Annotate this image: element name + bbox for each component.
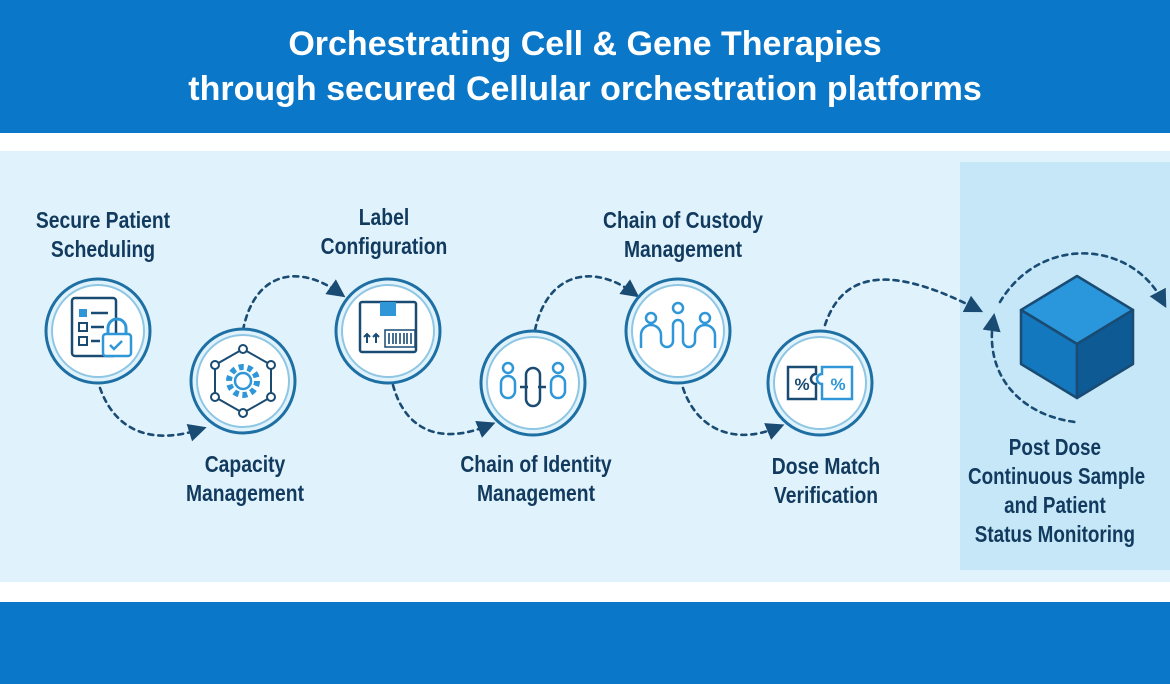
step-label-post-dose-monitoring: Post Dose Continuous Sample and Patient …	[968, 434, 1146, 547]
connector-6-7	[823, 278, 984, 327]
checklist-lock-icon	[44, 277, 152, 385]
cube-icon	[1019, 274, 1135, 400]
connector-3-4	[391, 383, 496, 438]
svg-text:%: %	[794, 375, 809, 394]
title-line-1: Orchestrating Cell & Gene Therapies	[288, 25, 882, 63]
connector-2-3	[241, 275, 346, 332]
step-label-chain-of-custody-management: Chain of Custody Management	[603, 207, 763, 262]
percent-puzzle-icon: % %	[766, 329, 874, 437]
step-label-dose-match-verification: Dose Match Verification	[771, 453, 881, 508]
cycle-arc-top	[998, 252, 1167, 309]
step-label-chain-of-identity-management: Chain of Identity Management	[460, 451, 612, 506]
step-label-label-configuration: Label Configuration	[320, 204, 448, 259]
gear-network-icon	[189, 327, 297, 435]
connector-5-6	[681, 386, 785, 440]
people-chain-icon	[624, 277, 732, 385]
footer-banner	[0, 602, 1170, 684]
step-label-capacity-management: Capacity Management	[185, 451, 305, 506]
people-link-icon	[479, 329, 587, 437]
package-barcode-icon	[334, 277, 442, 385]
page-title: Orchestrating Cell & Gene Therapies thro…	[0, 22, 1170, 112]
cycle-arc-left	[982, 313, 1077, 424]
connector-1-2	[98, 386, 207, 442]
header-banner	[0, 0, 1170, 133]
title-line-2: through secured Cellular orchestration p…	[188, 70, 982, 108]
svg-text:%: %	[830, 375, 845, 394]
connector-4-5	[533, 275, 640, 332]
step-label-secure-patient-scheduling: Secure Patient Scheduling	[35, 207, 171, 262]
